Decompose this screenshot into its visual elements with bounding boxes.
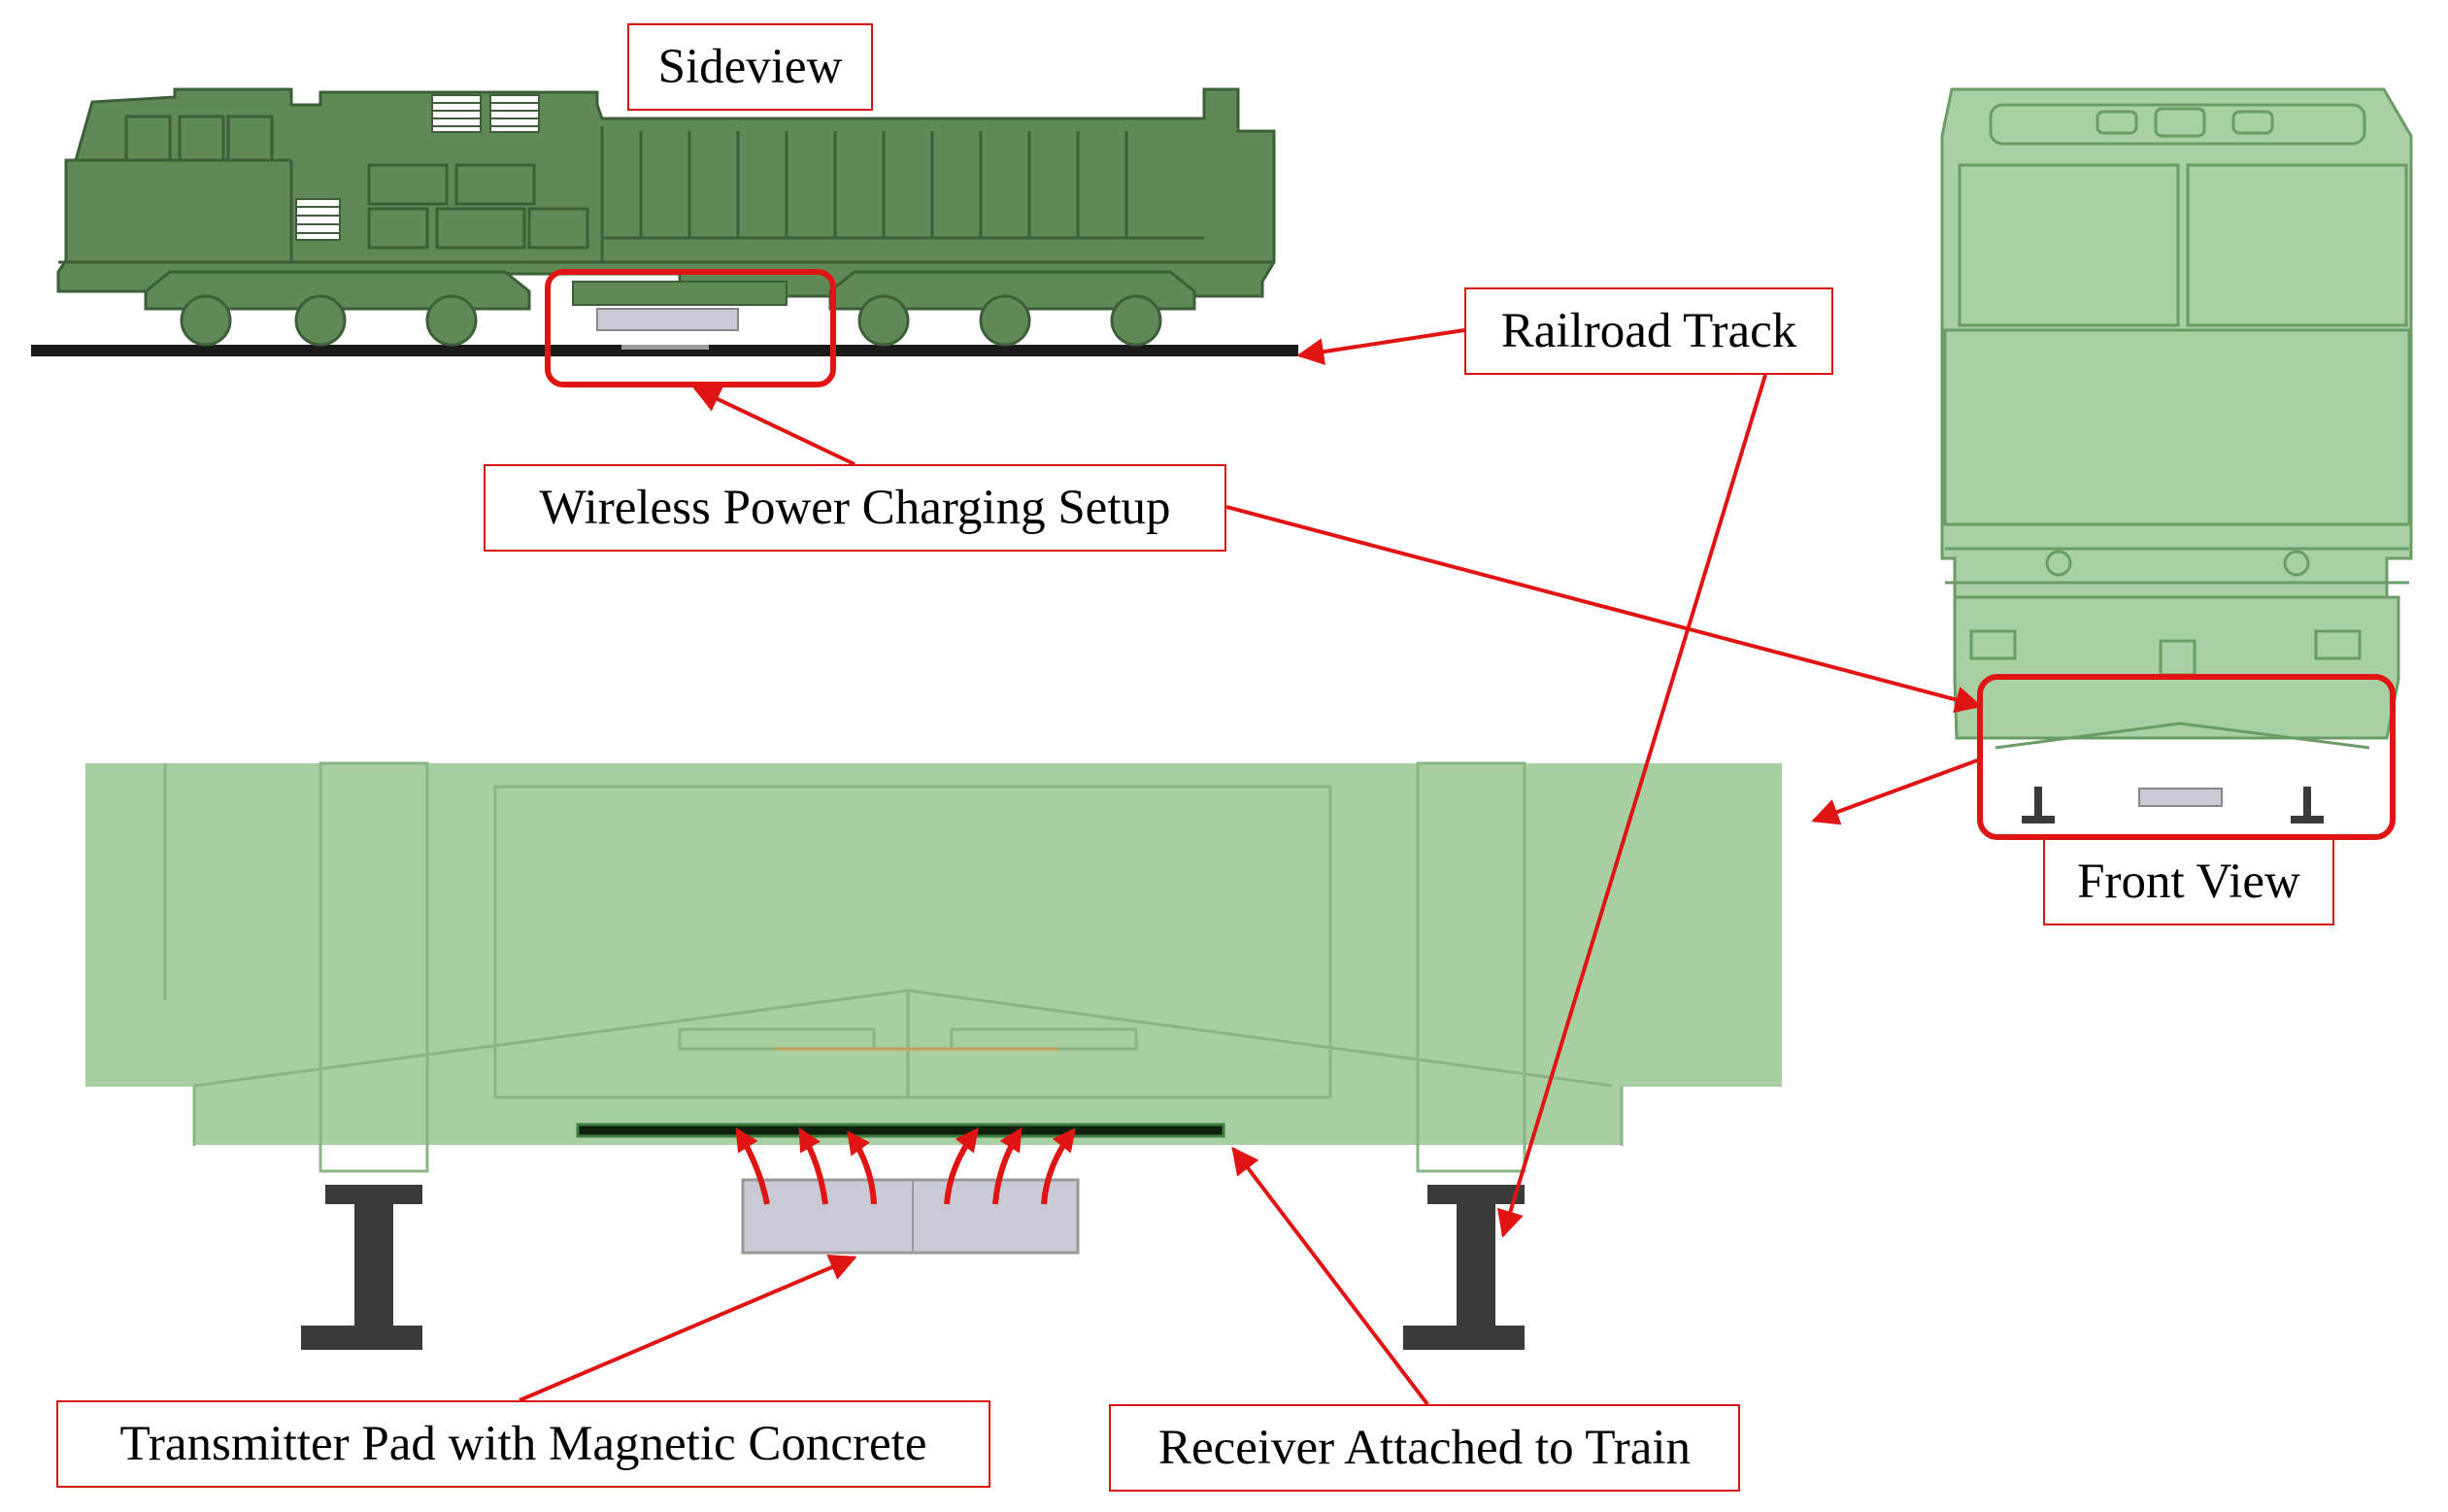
railroad-track-label: Railroad Track [1464, 287, 1833, 375]
receiver-label: Receiver Attached to Train [1109, 1404, 1740, 1492]
transmitter-pad [741, 1178, 1080, 1255]
arrow-receiver [1231, 1146, 1429, 1406]
front-view-label: Front View [2043, 838, 2334, 925]
locomotive-body [56, 87, 1276, 298]
arrow-track-to-side [1296, 328, 1465, 366]
side-view-locomotive [31, 87, 1298, 387]
callout-arrows [519, 328, 1983, 1406]
arrow-track-to-zoomed [1496, 374, 1767, 1238]
front-highlight-box [1977, 674, 2396, 840]
receiver-bar [576, 1123, 1225, 1138]
magnetic-flux-arrows [735, 1126, 1076, 1205]
sideview-label: Sideview [627, 23, 873, 111]
arrow-front-to-zoomed [1811, 757, 1981, 825]
arrow-wireless-to-front [1225, 505, 1983, 714]
zoomed-detail-view [85, 761, 1782, 1350]
arrow-wireless-to-side [692, 386, 855, 466]
arrow-transmitter [519, 1254, 857, 1402]
zoomed-rails [301, 1185, 1525, 1350]
railroad-track-line [31, 345, 1298, 356]
side-transmitter-pad [596, 308, 739, 331]
side-highlight-box [545, 269, 836, 387]
transmitter-pad-label: Transmitter Pad with Magnetic Concrete [56, 1400, 990, 1488]
front-view-locomotive [1940, 87, 2413, 840]
wireless-setup-label: Wireless Power Charging Setup [484, 464, 1226, 552]
side-receiver-pad [572, 281, 788, 306]
